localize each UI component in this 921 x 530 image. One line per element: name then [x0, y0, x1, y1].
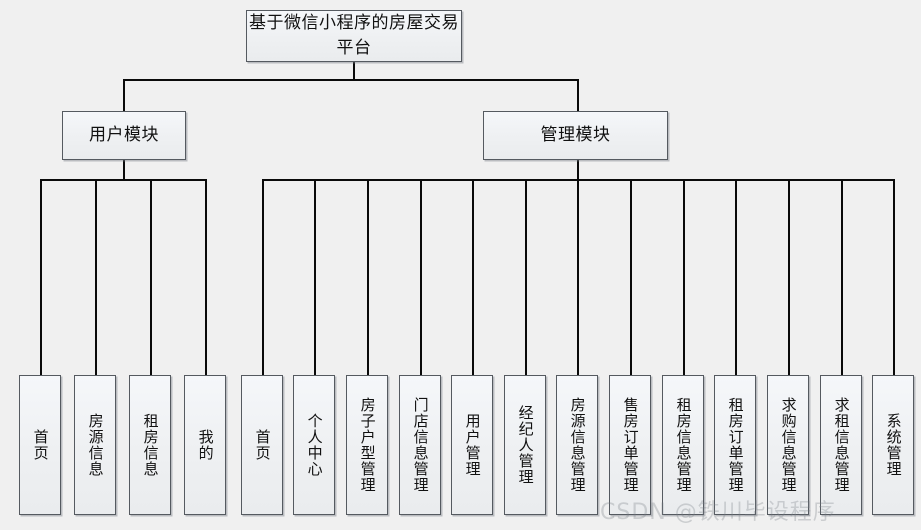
- leaf-node-admin-0-label: 首页: [253, 429, 272, 461]
- leaf-node-admin-10[interactable]: 求购信息管理: [767, 375, 809, 515]
- leaf-node-admin-4[interactable]: 用户管理: [451, 375, 493, 515]
- leaf-node-user-2[interactable]: 租房信息: [129, 375, 171, 515]
- connector-user-drop-2: [150, 179, 152, 376]
- leaf-node-user-1[interactable]: 房源信息: [74, 375, 116, 515]
- leaf-node-admin-6[interactable]: 房源信息管理: [556, 375, 598, 515]
- connector-admin-drop-4: [472, 179, 474, 376]
- connector-admin-drop-0: [262, 179, 264, 376]
- leaf-node-admin-11[interactable]: 求租信息管理: [820, 375, 862, 515]
- connector-admin-stem: [577, 160, 579, 180]
- connector-root-stem: [353, 62, 355, 81]
- connector-admin-drop-12: [893, 179, 895, 376]
- leaf-node-user-3[interactable]: 我的: [184, 375, 226, 515]
- module-node-admin-label: 管理模块: [540, 124, 611, 145]
- leaf-node-admin-0[interactable]: 首页: [241, 375, 283, 515]
- connector-admin-drop-1: [314, 179, 316, 376]
- leaf-node-admin-10-label: 求购信息管理: [779, 397, 798, 493]
- leaf-node-user-3-label: 我的: [196, 429, 215, 461]
- connector-user-drop-1: [95, 179, 97, 376]
- connector-admin-module-drop: [577, 79, 579, 113]
- connector-user-bus: [40, 179, 207, 181]
- connector-user-drop-3: [205, 179, 207, 376]
- leaf-node-admin-8-label: 租房信息管理: [674, 397, 693, 493]
- leaf-node-admin-12-label: 系统管理: [884, 413, 903, 477]
- connector-admin-drop-3: [420, 179, 422, 376]
- leaf-node-admin-1-label: 个人中心: [305, 413, 324, 477]
- connector-admin-drop-10: [788, 179, 790, 376]
- leaf-node-user-0[interactable]: 首页: [19, 375, 61, 515]
- leaf-node-admin-5-label: 经纪人管理: [516, 405, 535, 485]
- connector-admin-drop-5: [525, 179, 527, 376]
- leaf-node-admin-5[interactable]: 经纪人管理: [504, 375, 546, 515]
- module-node-admin[interactable]: 管理模块: [483, 111, 668, 160]
- connector-admin-drop-2: [367, 179, 369, 376]
- module-node-user[interactable]: 用户模块: [62, 111, 186, 160]
- connector-user-stem: [123, 160, 125, 180]
- leaf-node-admin-7-label: 售房订单管理: [621, 397, 640, 493]
- module-node-user-label: 用户模块: [89, 124, 159, 145]
- root-node[interactable]: 基于微信小程序的房屋交易平台: [246, 10, 462, 62]
- connector-user-drop-0: [40, 179, 42, 376]
- leaf-node-admin-6-label: 房源信息管理: [568, 397, 587, 493]
- root-node-label: 基于微信小程序的房屋交易平台: [249, 13, 459, 58]
- leaf-node-user-0-label: 首页: [31, 429, 50, 461]
- leaf-node-admin-3[interactable]: 门店信息管理: [399, 375, 441, 515]
- leaf-node-admin-8[interactable]: 租房信息管理: [662, 375, 704, 515]
- leaf-node-admin-4-label: 用户管理: [463, 413, 482, 477]
- leaf-node-admin-9-label: 租房订单管理: [726, 397, 745, 493]
- leaf-node-admin-7[interactable]: 售房订单管理: [609, 375, 651, 515]
- leaf-node-admin-1[interactable]: 个人中心: [293, 375, 335, 515]
- leaf-node-user-2-label: 租房信息: [141, 413, 160, 477]
- connector-admin-drop-9: [735, 179, 737, 376]
- connector-user-module-drop: [123, 79, 125, 113]
- connector-admin-drop-11: [841, 179, 843, 376]
- leaf-node-admin-2-label: 房子户型管理: [358, 397, 377, 493]
- leaf-node-admin-9[interactable]: 租房订单管理: [714, 375, 756, 515]
- leaf-node-admin-11-label: 求租信息管理: [832, 397, 851, 493]
- leaf-node-admin-12[interactable]: 系统管理: [872, 375, 914, 515]
- leaf-node-user-1-label: 房源信息: [86, 413, 105, 477]
- connector-admin-drop-6: [577, 179, 579, 376]
- connector-admin-drop-7: [630, 179, 632, 376]
- leaf-node-admin-3-label: 门店信息管理: [411, 397, 430, 493]
- leaf-node-admin-2[interactable]: 房子户型管理: [346, 375, 388, 515]
- connector-admin-drop-8: [683, 179, 685, 376]
- connector-top-bus: [123, 79, 578, 81]
